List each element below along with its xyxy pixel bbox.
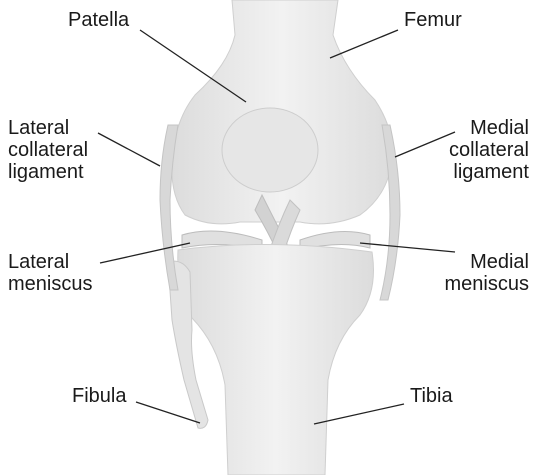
leader-line-lateral-meniscus: [100, 243, 190, 263]
leader-line-fibula: [136, 402, 200, 423]
label-medial-collateral-ligament: Medial collateral ligament: [449, 117, 529, 183]
leader-line-femur: [330, 30, 398, 58]
tibia-bone: [178, 244, 374, 475]
label-lateral-meniscus: Lateral meniscus: [8, 251, 92, 295]
label-fibula: Fibula: [72, 385, 126, 407]
leader-line-medial-meniscus: [360, 243, 455, 252]
leader-line-lateral-collateral: [98, 133, 160, 166]
label-lateral-collateral-ligament: Lateral collateral ligament: [8, 117, 88, 183]
label-femur: Femur: [404, 9, 462, 31]
label-tibia: Tibia: [410, 385, 453, 407]
label-patella: Patella: [68, 9, 129, 31]
label-medial-meniscus: Medial meniscus: [445, 251, 529, 295]
leader-line-medial-collateral: [395, 132, 455, 157]
patella-bone: [222, 108, 318, 192]
